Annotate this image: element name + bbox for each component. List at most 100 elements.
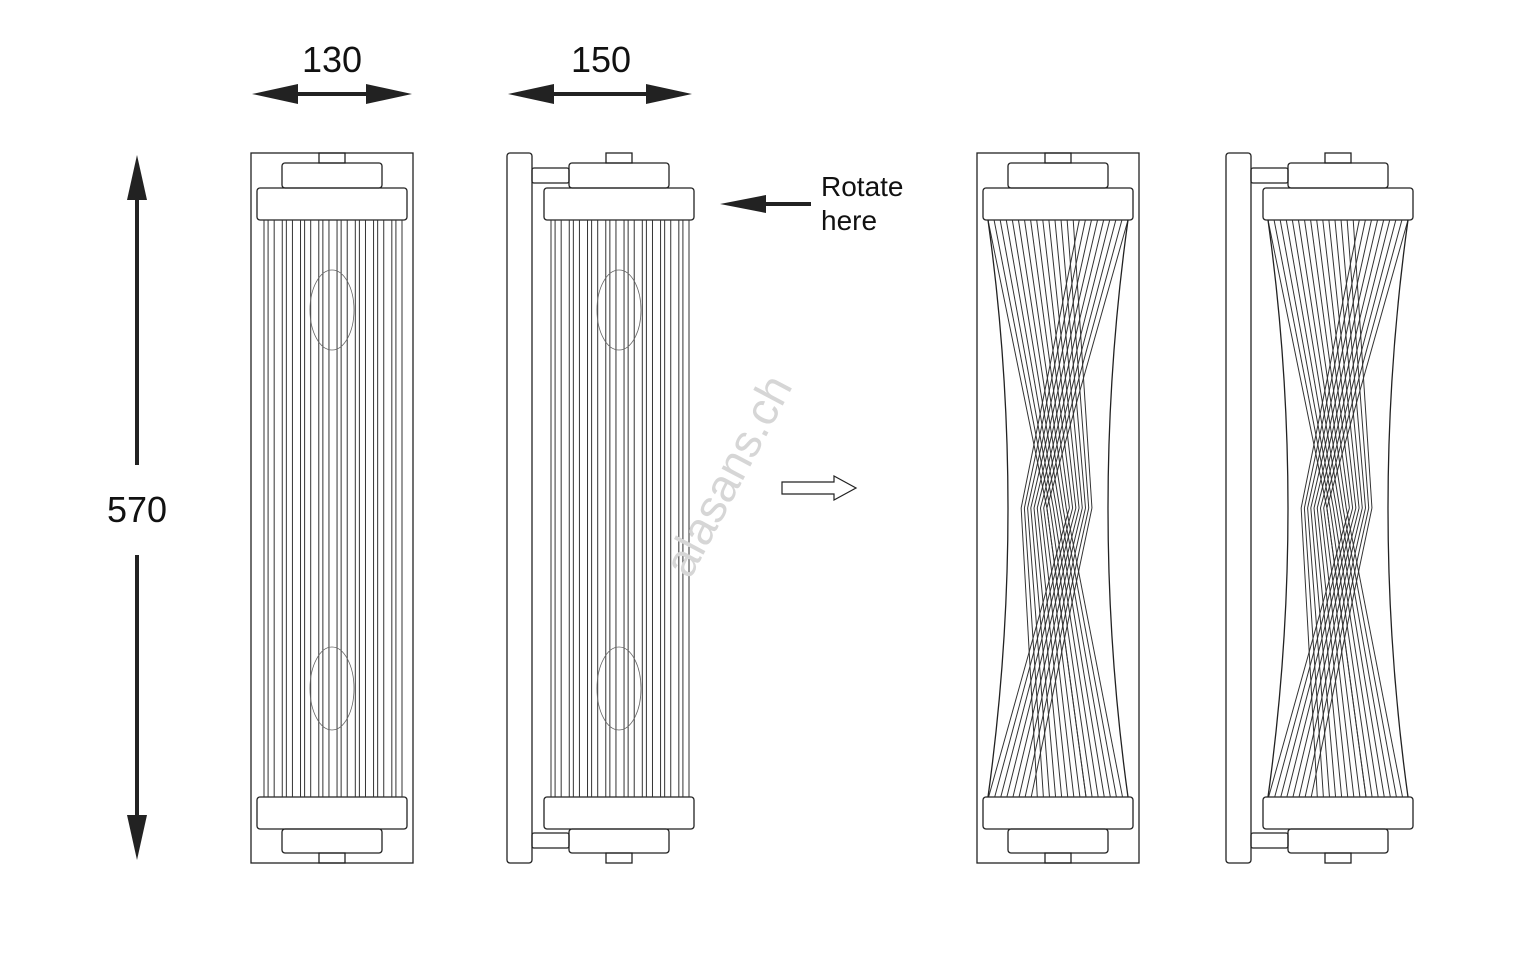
transform-arrow-icon [781,474,858,502]
annotation-line-2: here [821,205,877,236]
twisted-rod [1020,507,1038,798]
top-cap [568,162,670,189]
twisted-rod [1342,507,1397,798]
twisted-rod [999,219,1054,509]
wall-plate [1225,152,1252,864]
dimension-label-width-side: 150 [571,39,631,80]
bottom-cap [568,828,670,854]
twisted-rod [987,219,1048,509]
twisted-rod [1316,219,1391,509]
twisted-rod [1313,507,1343,798]
twisted-rod [1039,507,1075,798]
twisted-rod [1316,507,1349,798]
twisted-rod [1046,219,1129,509]
top-ring [982,187,1134,221]
twisted-rod [1027,219,1092,509]
twisted-rod [1267,219,1328,509]
twisted-rod [1033,507,1063,798]
twisted-rod [1020,219,1080,509]
twisted-rod [1291,219,1341,509]
twisted-rod [1326,219,1409,509]
twisted-rod [1336,507,1385,798]
twisted-rod [1300,219,1360,509]
twisted-rod [1036,219,1111,509]
twisted-rod [1326,507,1367,798]
dimension-width-side: 150 [508,39,692,104]
twisted-rod [1313,219,1385,509]
lamp-side-straight [506,152,695,864]
twisted-rod [1285,219,1338,509]
bottom-cap [1287,828,1389,854]
twisted-rod [1023,219,1086,509]
arrow-left-icon [720,195,766,213]
twisted-rod [993,219,1051,509]
twisted-rod [1039,219,1117,509]
lamp-side-twisted [1225,152,1414,864]
twisted-rod [1323,219,1403,509]
hourglass-outline-left [987,219,1009,798]
dimension-height: 570 [107,155,167,860]
top-cap [281,162,383,189]
twisted-rod [1023,507,1044,798]
bottom-cap [281,828,383,854]
twisted-rod [1323,507,1361,798]
twisted-rod [1339,507,1391,798]
twisted-rod [1065,507,1124,798]
bottom-cap [1007,828,1109,854]
twisted-rod [1304,219,1347,509]
top-ring [543,187,695,221]
top-knob [605,152,633,164]
bottom-ring [982,796,1134,830]
twisted-rod [1049,507,1093,798]
dimension-label-height: 570 [107,489,167,530]
twisted-rod [1052,507,1099,798]
bulb [596,269,642,351]
twisted-rod [1273,219,1331,509]
twisted-rod [1043,507,1081,798]
top-knob [1324,152,1352,164]
dimension-label-width-front: 130 [302,39,362,80]
lamp-front-straight [250,152,414,864]
lamp-front-twisted [976,152,1140,864]
back-plate [250,152,414,864]
bulb [309,269,355,351]
twisted-rod [1300,507,1318,798]
rotate-annotation: Rotate here [720,171,904,236]
bottom-knob [318,852,346,864]
twisted-rod [1036,507,1069,798]
wall-arm-bottom [531,832,570,849]
bulb [309,646,355,731]
twisted-rod [1043,219,1123,509]
twisted-rod [1345,507,1404,798]
wall-arm-bottom [1250,832,1289,849]
twisted-rod [1297,219,1344,509]
twisted-rod [1027,507,1050,798]
bulb [596,646,642,731]
twisted-rod [1030,507,1057,798]
twisted-rod [1303,507,1324,798]
twisted-rod [1329,507,1373,798]
bottom-knob [1044,852,1072,864]
twisted-rod [1046,507,1087,798]
top-knob [318,152,346,164]
twisted-rod [1005,219,1058,509]
twisted-rod [1307,219,1372,509]
top-ring [256,187,408,221]
top-cap [1007,162,1109,189]
twisted-rod [1307,507,1330,798]
twisted-rod [1332,507,1379,798]
twisted-rod [1310,507,1337,798]
twisted-rod [1319,219,1397,509]
annotation-line-1: Rotate [821,171,904,202]
wall-arm-top [1250,167,1289,184]
watermark: alasans.ch [653,366,802,585]
hourglass-outline-right [1387,219,1409,798]
hourglass-outline-right [1107,219,1129,798]
bottom-ring [1262,796,1414,830]
twisted-rod [1279,219,1334,509]
top-ring [1262,187,1414,221]
bottom-knob [605,852,633,864]
twisted-rod [1310,219,1379,509]
twisted-rod [1030,219,1099,509]
